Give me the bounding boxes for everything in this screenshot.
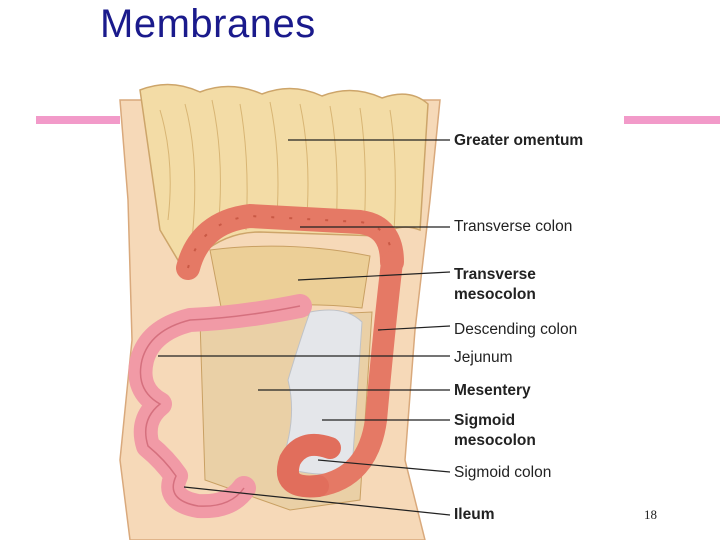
right-accent-rule (624, 116, 720, 124)
label-sigmoid-mesocolon-line1: Sigmoid (454, 412, 516, 429)
label-sigmoid-mesocolon-line2: mesocolon (454, 432, 536, 449)
slide-title: Membranes (100, 2, 316, 46)
sigmoid-colon-shape (277, 434, 341, 498)
label-mesentery: Mesentery (454, 382, 531, 399)
label-greater-omentum: Greater omentum (454, 132, 584, 149)
label-transverse-mesocolon-line1: Transverse (454, 266, 536, 283)
label-sigmoid-colon: Sigmoid colon (454, 464, 552, 481)
left-accent-rule (36, 116, 120, 124)
transverse-colon-shape (176, 203, 404, 280)
label-descending-colon: Descending colon (454, 321, 578, 338)
label-transverse-colon: Transverse colon (454, 218, 573, 235)
page-number: 18 (644, 507, 657, 522)
label-leader-lines (158, 139, 451, 516)
label-transverse-mesocolon-line2: mesocolon (454, 286, 536, 303)
label-jejunum: Jejunum (454, 349, 513, 366)
label-ileum: Ileum (454, 506, 495, 523)
